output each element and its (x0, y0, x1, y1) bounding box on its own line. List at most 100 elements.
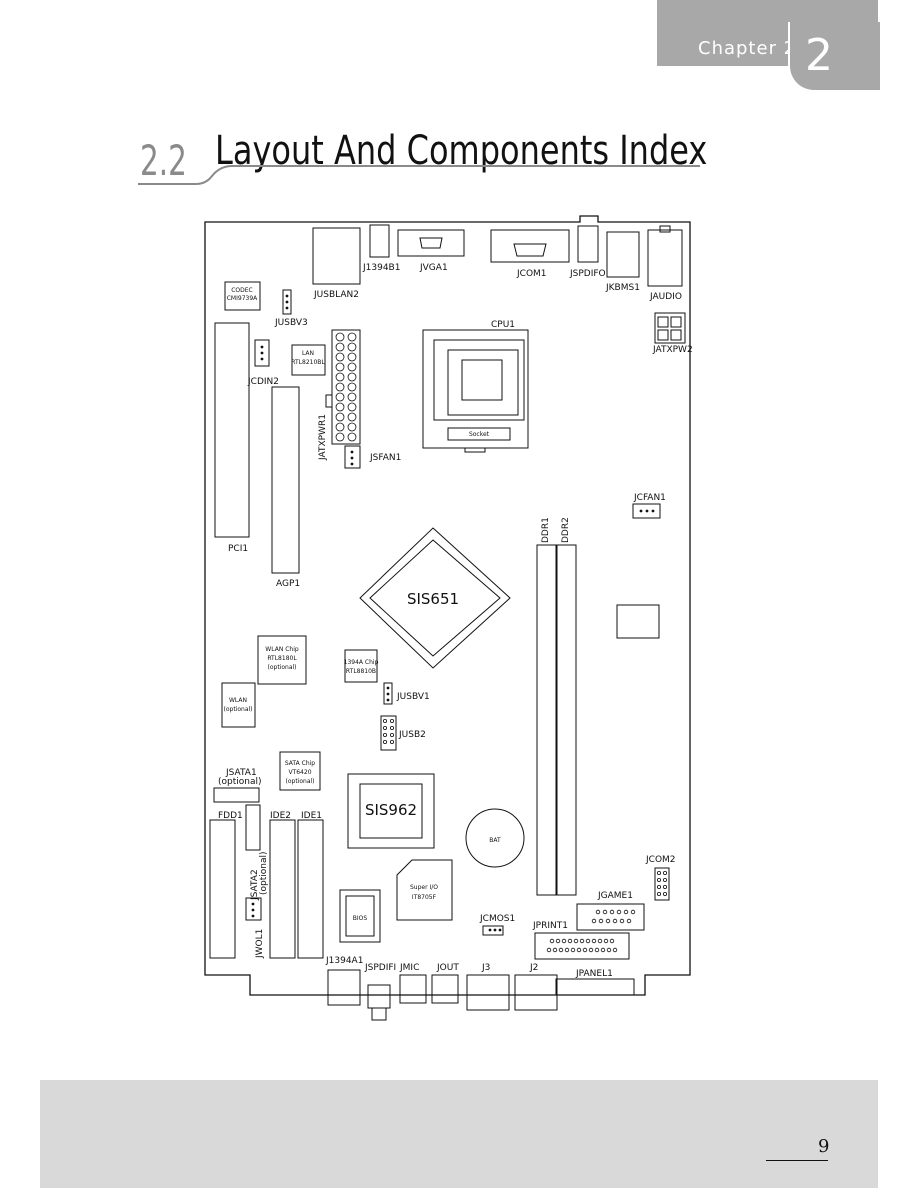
1394a-line-1: 1394A Chip (344, 659, 379, 666)
label-ide2: IDE2 (270, 811, 291, 821)
label-jcdin2: JCDIN2 (247, 377, 279, 387)
jcdin2-header (254, 339, 270, 367)
label-jkbms1: JKBMS1 (605, 283, 640, 293)
jcom1-dsub (513, 243, 547, 257)
label-jatxpw2: JATXPW2 (652, 345, 693, 355)
ide2-connector (269, 819, 296, 959)
sata-chip-line-2: VT6420 (288, 769, 311, 776)
jatxpwr1-connector (331, 329, 361, 445)
label-jatxpwr1: JATXPWR1 (318, 414, 328, 461)
sis651-chip (359, 527, 511, 669)
jvga1-port (397, 229, 465, 257)
bios-chip (339, 889, 381, 943)
lan-chip (291, 344, 326, 376)
label-jmic: JMIC (399, 963, 419, 973)
ddr1-slot (536, 544, 557, 896)
wlan-line-1: WLAN (229, 697, 247, 704)
board-component (616, 604, 660, 639)
label-jvga1: JVGA1 (419, 263, 448, 273)
label-agp1: AGP1 (276, 579, 300, 589)
1394a-chip (344, 649, 378, 683)
sata-chip-line-1: SATA Chip (285, 760, 315, 767)
label-jwol1: JWOL1 (255, 929, 265, 959)
jsfan1-header (344, 445, 361, 469)
page-number: 9 (818, 1136, 830, 1157)
bat-label: BAT (489, 837, 501, 844)
jvga1-dsub (419, 237, 443, 249)
label-jprint1: JPRINT1 (532, 921, 568, 931)
wlan-chip-line-1: WLAN Chip (265, 646, 299, 653)
jkbms1-port (606, 231, 640, 278)
jaudio-jack (659, 225, 671, 233)
sis962-chip (347, 773, 435, 849)
j3-port (466, 974, 510, 1011)
label-jcmos1: JCMOS1 (479, 914, 515, 924)
jusbv3-header (282, 289, 292, 315)
jmic-port (399, 974, 427, 1004)
jaudio-port (647, 229, 683, 287)
label-jspdifi: JSPDIFI (364, 963, 396, 973)
superio-chip (396, 859, 453, 921)
lan-line-1: LAN (302, 350, 314, 357)
label-jcfan1: JCFAN1 (633, 493, 666, 503)
jusblan2-port (312, 227, 361, 285)
wlan-module (221, 682, 256, 728)
label-jcom2: JCOM2 (645, 855, 676, 865)
jusbv1-header (383, 682, 393, 705)
jcmos1-header (482, 925, 504, 936)
jspdifo-port (577, 225, 599, 263)
label-ide1: IDE1 (301, 811, 322, 821)
label-j3: J3 (481, 963, 490, 973)
lan-line-2: RTL8210BL (291, 359, 325, 366)
socket-label: Socket (469, 431, 490, 438)
wlan-chip-line-2: RTL8180L (267, 655, 297, 662)
sata-chip-line-3: (optional) (286, 778, 315, 785)
chapter-label: Chapter 2 (698, 38, 797, 59)
label-jspdifo: JSPDIFO (569, 269, 606, 279)
jspdifi-port (367, 984, 391, 1009)
j1394a1-port (327, 969, 361, 1006)
label-jcom1: JCOM1 (516, 269, 547, 279)
jcfan1-header (632, 503, 661, 519)
ddr2-slot (556, 544, 577, 896)
label-jpanel1: JPANEL1 (575, 969, 613, 979)
label-jusbv1: JUSBV1 (396, 692, 430, 702)
jpanel1-header (555, 978, 635, 996)
codec-chip (224, 281, 261, 311)
j2-port (514, 974, 558, 1011)
label-jsfan1: JSFAN1 (369, 453, 401, 463)
label-jsata2: JSATA2 (250, 869, 260, 901)
jsata1-connector (213, 787, 260, 803)
label-jusblan2: JUSBLAN2 (313, 290, 359, 300)
chapter-number-box (788, 22, 880, 92)
ide1-connector (297, 819, 324, 959)
label-jgame1: JGAME1 (597, 891, 633, 901)
superio-line-2: IT8705F (412, 894, 437, 901)
label-jusb2: JUSB2 (398, 730, 426, 740)
pci1-slot (214, 322, 250, 538)
label-j2: J2 (529, 963, 538, 973)
superio-line-1: Super I/O (410, 884, 438, 891)
label-pci1: PCI1 (228, 544, 248, 554)
footer-band (40, 1080, 878, 1188)
label-jsata1-optional: (optional) (218, 777, 262, 787)
wlan-chip-line-3: (optional) (268, 664, 297, 671)
atx-pins (335, 332, 668, 953)
label-jusbv3: JUSBV3 (274, 318, 308, 328)
sata-chip (279, 751, 321, 791)
codec-line-2: CMI9739A (227, 295, 258, 302)
jwol1-header (245, 897, 262, 921)
sis962-label: SIS962 (365, 801, 417, 819)
label-j1394a1: J1394A1 (325, 956, 363, 966)
label-ddr2: DDR2 (561, 517, 571, 543)
label-jout: JOUT (436, 963, 459, 973)
label-fdd1: FDD1 (218, 811, 243, 821)
label-jaudio: JAUDIO (649, 292, 682, 302)
socket-lever (447, 427, 511, 441)
wlan-line-2: (optional) (224, 706, 253, 713)
chapter-number: 2 (805, 30, 833, 81)
wlan-chip (257, 635, 307, 685)
agp1-slot (271, 386, 300, 574)
jgame1-connector (576, 903, 645, 931)
